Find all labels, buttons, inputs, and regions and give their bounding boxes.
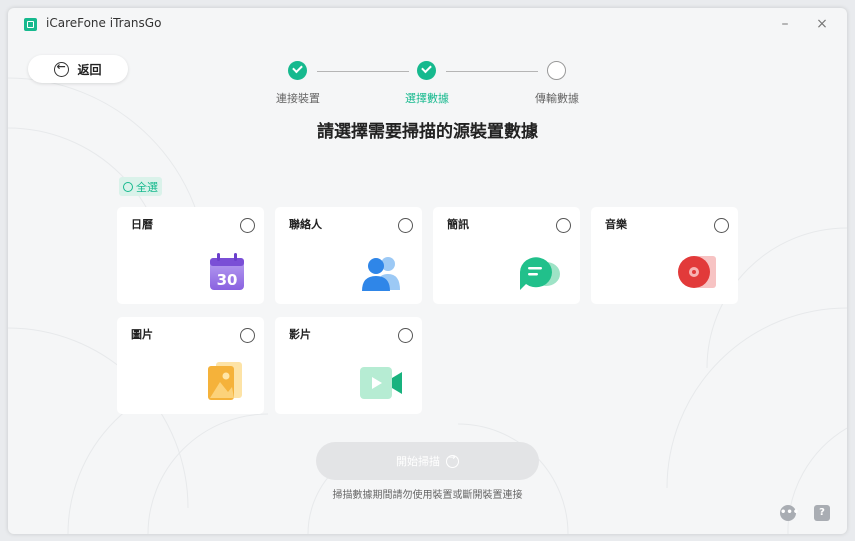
contacts-icon [362, 257, 400, 291]
select-all-radio-icon [123, 181, 133, 192]
title-bar: iCareFone iTransGo – × [8, 8, 847, 42]
step-3-label: 傳輸數據 [535, 92, 579, 105]
category-card-music[interactable]: 音樂 [591, 207, 738, 304]
category-card-videos[interactable]: 影片 [275, 317, 422, 414]
category-radio[interactable] [398, 328, 413, 343]
category-radio[interactable] [398, 218, 413, 233]
start-scan-button[interactable]: 開始掃描 [316, 442, 539, 480]
category-label: 音樂 [605, 218, 627, 231]
scan-hint-text: 掃描數據期間請勿使用裝置或斷開裝置連接 [332, 490, 523, 501]
category-card-messages[interactable]: 簡訊 [433, 207, 580, 304]
start-scan-label: 開始掃描 [396, 455, 440, 468]
step-3-circle-icon [547, 61, 566, 80]
category-radio[interactable] [240, 328, 255, 343]
close-button[interactable]: × [816, 16, 828, 32]
category-radio[interactable] [240, 218, 255, 233]
step-connector [446, 71, 538, 72]
category-card-contacts[interactable]: 聯絡人 [275, 207, 422, 304]
category-label: 聯絡人 [289, 218, 322, 231]
select-all-label: 全選 [136, 180, 158, 194]
app-window: iCareFone iTransGo – × 返回 連接裝置 選擇數據 傳輸數據… [8, 8, 847, 534]
chat-support-icon[interactable]: ••• [780, 505, 799, 521]
category-label: 簡訊 [447, 218, 469, 231]
step-connector [317, 71, 409, 72]
music-icon [678, 256, 716, 288]
videos-icon [360, 367, 402, 399]
step-2-label: 選擇數據 [405, 92, 449, 105]
arrow-right-icon [446, 453, 459, 468]
messages-icon [520, 257, 560, 290]
calendar-icon: 30 [210, 253, 244, 290]
step-1-check-icon [288, 61, 307, 80]
category-card-calendar[interactable]: 日曆 30 [117, 207, 264, 304]
calendar-day-text: 30 [217, 271, 238, 289]
category-label: 圖片 [131, 328, 153, 341]
photos-icon [208, 362, 242, 400]
minimize-button[interactable]: – [781, 16, 789, 32]
category-card-photos[interactable]: 圖片 [117, 317, 264, 414]
back-button[interactable]: 返回 [28, 55, 128, 83]
select-all-button[interactable]: 全選 [119, 177, 162, 196]
category-radio[interactable] [556, 218, 571, 233]
category-radio[interactable] [714, 218, 729, 233]
step-1-label: 連接裝置 [276, 92, 320, 105]
category-label: 日曆 [131, 218, 153, 231]
help-icon[interactable]: ? [814, 505, 830, 521]
page-title: 請選擇需要掃描的源裝置數據 [317, 122, 538, 142]
step-2-check-icon [417, 61, 436, 80]
back-button-label: 返回 [77, 62, 102, 77]
app-logo-icon [24, 18, 37, 31]
category-label: 影片 [289, 328, 311, 341]
app-title: iCareFone iTransGo [46, 16, 162, 30]
back-arrow-icon [54, 60, 70, 77]
